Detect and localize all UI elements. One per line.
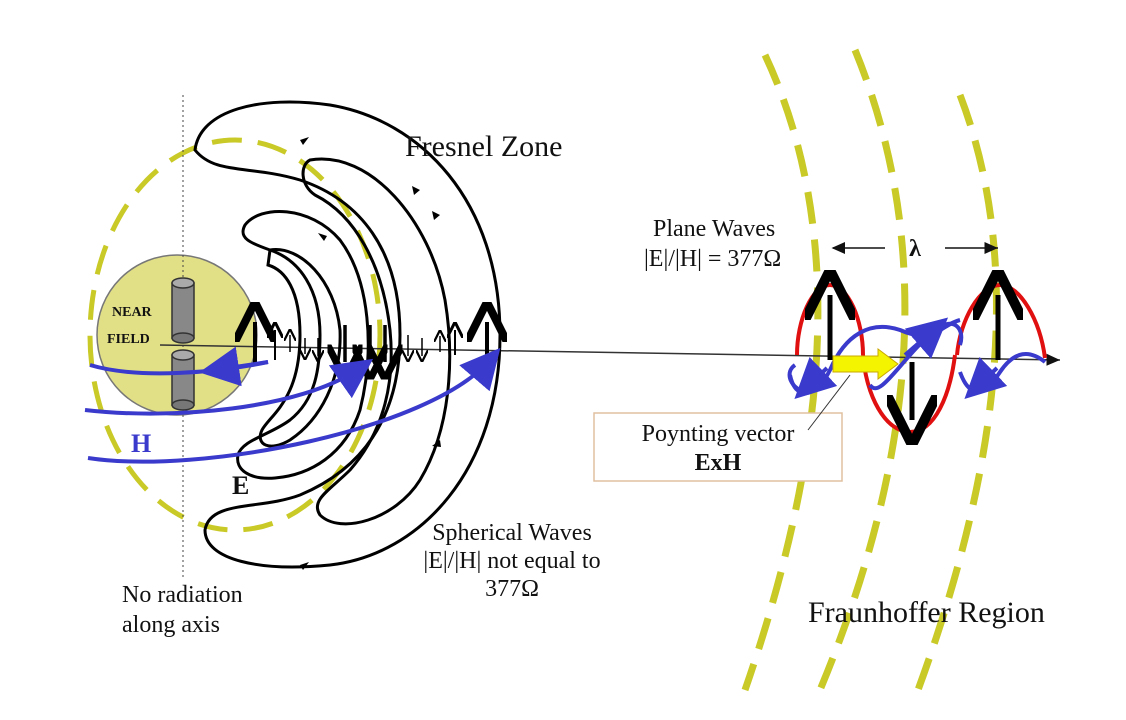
wavefront-2 [816, 48, 909, 692]
plane-waves-ratio: |E|/|H| = 377Ω [644, 246, 781, 272]
propagation-axis [159, 344, 1061, 366]
field-label: FIELD [107, 332, 150, 347]
axis-e-arrows [255, 322, 487, 365]
wavefront-1 [741, 53, 822, 692]
e-label: E [232, 471, 249, 500]
plane-waves-label: Plane Waves [653, 216, 775, 242]
e-loop-3 [236, 210, 370, 480]
spherical-waves-line3: 377Ω [485, 576, 539, 602]
h-line-2 [84, 358, 374, 416]
cylinder-dipole-icon [171, 277, 195, 411]
far-e-arrows [830, 295, 998, 420]
far-h-arrows [794, 317, 1008, 400]
near-label: NEAR [112, 305, 153, 320]
h-arrow-near [199, 346, 269, 387]
e-loop-direction-marks [300, 137, 441, 570]
h-label: H [131, 429, 151, 458]
e-loop-inner [258, 248, 342, 448]
exh-label: ExH [695, 450, 742, 476]
fresnel-zone-label: Fresnel Zone [405, 130, 562, 163]
h-line-3 [87, 347, 501, 464]
spherical-waves-line1: Spherical Waves [432, 520, 592, 546]
e-loop-outer [193, 100, 502, 569]
no-radiation-line2: along axis [122, 612, 220, 638]
near-field-boundary [87, 137, 383, 533]
e-loop-2 [301, 157, 452, 526]
poynting-box [593, 412, 843, 482]
e-field-lines [193, 100, 502, 569]
lambda-label: λ [909, 236, 921, 262]
fraunhoffer-region-label: Fraunhoffer Region [808, 596, 1045, 629]
poynting-arrow [832, 348, 899, 380]
no-radiation-line1: No radiation [122, 582, 243, 608]
poynting-vector-label: Poynting vector [642, 421, 795, 447]
poynting-leader [807, 374, 851, 431]
spherical-waves-line2: |E|/|H| not equal to [423, 548, 600, 574]
